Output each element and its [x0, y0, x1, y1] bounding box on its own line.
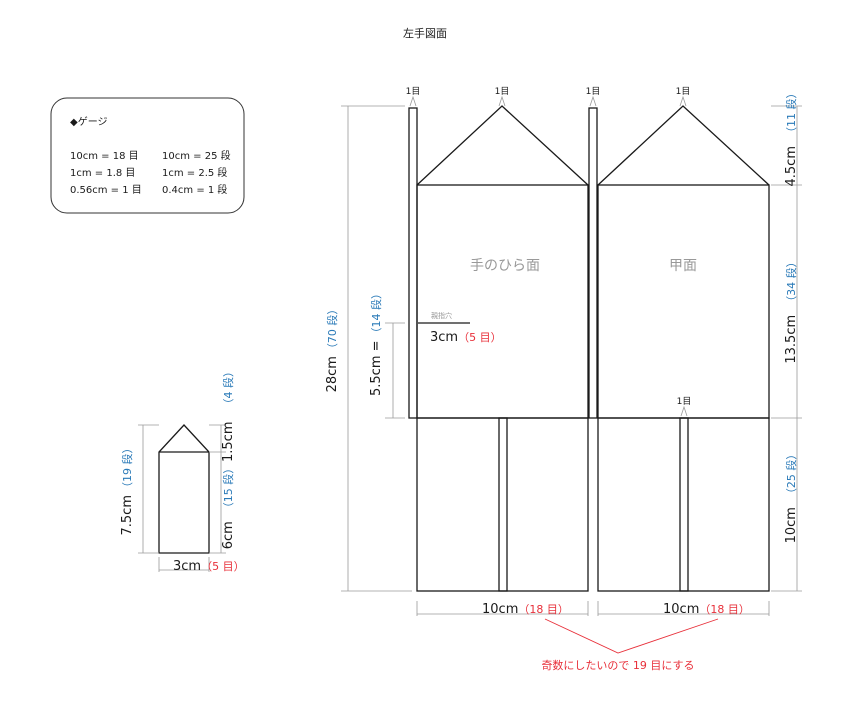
stitch-marker-1-label: 1目: [406, 86, 421, 97]
back-width-cm: 10cm: [663, 602, 699, 617]
thumb-body-rows: （15 段）: [221, 463, 235, 514]
thumb-piece: 7.5cm（19 段） 1.5cm （4 段） 6cm （15 段） 3cm（5 目…: [120, 366, 245, 574]
gauge-row-3-right: 0.4cm = 1 段: [162, 183, 227, 196]
thumb-top-rows: （4 段）: [221, 366, 235, 410]
thumb-top-label: 1.5cm （4 段）: [221, 366, 236, 462]
cuff-section-cm: 10cm: [784, 507, 799, 543]
stitch-marker-5-label: 1目: [677, 396, 692, 407]
total-height-label: 28cm（70 段）: [325, 304, 340, 393]
thumb-hole-cm: 3cm: [430, 330, 458, 345]
gauge-row-2-left: 1cm = 1.8 目: [70, 168, 135, 179]
back-face-label: 甲面: [669, 258, 697, 274]
stitch-marker-4-caret: [679, 95, 687, 107]
gauge-box: ◆ゲージ 10cm = 18 目 10cm = 25 段 1cm = 1.8 目…: [50, 97, 245, 214]
thumb-side-label: 5.5cm =（14 段）: [369, 288, 384, 396]
palm-triangle-top: [416, 105, 589, 186]
back-triangle-top: [597, 105, 770, 186]
gauge-row-1-right: 10cm = 25 段: [162, 149, 231, 162]
gauge-row-3-left: 0.56cm = 1 目: [70, 185, 142, 196]
back-cuff-center-strip: [679, 417, 689, 592]
back-cuff: [597, 417, 770, 592]
thumb-hole-label: 親指穴: [431, 311, 452, 320]
palm-width-label: 10cm（18 目）: [482, 602, 569, 617]
stitch-marker-1: 1目: [406, 86, 421, 107]
stitch-marker-5-caret: [680, 405, 688, 417]
thumb-side-rows: （14 段）: [369, 288, 383, 339]
stitch-marker-1-caret: [409, 95, 417, 107]
back-width-label: 10cm（18 目）: [663, 602, 750, 617]
gauge-row-2-right: 1cm = 2.5 段: [162, 166, 227, 179]
palm-width-st: （18 目）: [518, 603, 569, 616]
stitch-marker-2: 1目: [495, 86, 510, 107]
stitch-marker-4: 1目: [676, 86, 691, 107]
gauge-row-1-left: 10cm = 18 目: [70, 151, 139, 162]
thumb-hole-st: （5 目）: [458, 331, 502, 344]
back-width-st: （18 目）: [699, 603, 750, 616]
palm-cuff-center-strip: [498, 417, 508, 592]
total-height-rows: （70 段）: [325, 304, 339, 355]
stitch-marker-5: 1目: [677, 396, 692, 417]
thumb-width-st: （5 目）: [201, 560, 245, 573]
gauge-box-frame: [50, 97, 245, 214]
thumb-total-rows: （19 段）: [120, 443, 134, 494]
palm-face-label: 手のひら面: [470, 258, 540, 274]
stitch-marker-3-label: 1目: [586, 86, 601, 97]
back-body: [597, 184, 770, 419]
page-title: 左手図面: [403, 26, 447, 40]
top-section-rows: （11 段）: [784, 88, 798, 139]
top-section-cm: 4.5cm: [784, 146, 799, 187]
top-section-label: 4.5cm （11 段）: [784, 88, 799, 187]
left-side-gusset: [408, 107, 418, 419]
stitch-marker-3: 1目: [586, 86, 601, 107]
stitch-marker-2-caret: [498, 95, 506, 107]
palm-body: [416, 184, 589, 419]
middle-section-cm: 13.5cm: [784, 315, 799, 364]
palm-width-cm: 10cm: [482, 602, 518, 617]
stitch-marker-2-label: 1目: [495, 86, 510, 97]
thumb-outline: [158, 424, 210, 554]
thumb-total-label: 7.5cm（19 段）: [120, 443, 135, 536]
stitch-marker-4-label: 1目: [676, 86, 691, 97]
thumb-total-cm: 7.5cm: [120, 495, 135, 536]
middle-side-gusset: [588, 107, 598, 419]
middle-section-rows: （34 段）: [784, 256, 798, 307]
thumb-body-cm: 6cm: [221, 521, 236, 549]
thumb-hole-size-label: 3cm（5 目）: [430, 330, 502, 345]
palm-cuff: [416, 417, 589, 592]
thumb-width-cm: 3cm: [173, 559, 201, 574]
middle-section-label: 13.5cm （34 段）: [784, 256, 799, 363]
odd-stitch-note: 奇数にしたいので 19 目にする: [541, 659, 694, 672]
stitch-marker-3-caret: [589, 95, 597, 107]
thumb-top-cm: 1.5cm: [221, 422, 236, 463]
gauge-heading: ◆ゲージ: [70, 116, 108, 128]
cuff-section-rows: （25 段）: [784, 449, 798, 500]
main-dimensions: 28cm（70 段） 5.5cm =（14 段） 4.5cm （11 段） 13.…: [325, 88, 802, 672]
main-glove-pieces: 1目 1目 1目 1目 1目 手のひら面 甲面 親指穴 3cm（5 目）: [406, 86, 770, 592]
cuff-section-label: 10cm （25 段）: [784, 449, 799, 544]
note-leader-lines: [544, 618, 719, 654]
thumb-body-label: 6cm （15 段）: [221, 463, 236, 550]
thumb-width-label: 3cm（5 目）: [173, 559, 245, 574]
total-height-cm: 28cm: [325, 356, 340, 392]
thumb-side-cm: 5.5cm =: [369, 340, 384, 396]
